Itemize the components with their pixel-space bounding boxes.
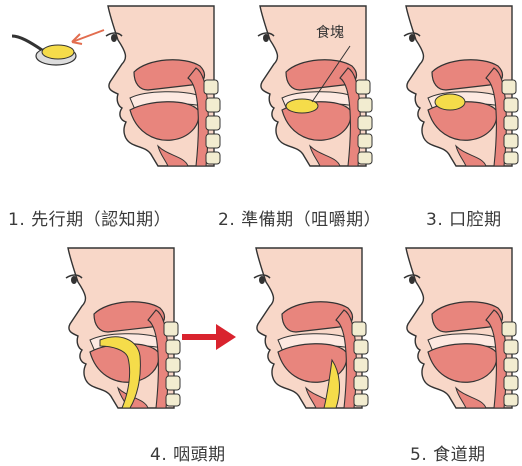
bolus-label: 食塊 [316, 22, 344, 42]
stage1-caption: 1. 先行期（認知期） [8, 205, 171, 230]
bolus [435, 94, 465, 110]
stage5-caption: 5. 食道期 [410, 440, 486, 465]
arrow-right-icon [182, 322, 238, 352]
stage5-illustration [386, 248, 522, 418]
stage3-caption: 3. 口腔期 [426, 205, 502, 230]
stage3-illustration [386, 6, 522, 176]
stage4-caption: 4. 咽頭期 [150, 440, 226, 465]
arrow-right-icon [70, 26, 110, 46]
stage2-caption: 2. 準備期（咀嚼期） [218, 205, 381, 230]
stage4b-illustration [236, 248, 376, 418]
stage2-illustration [240, 6, 380, 176]
stage4-illustration [48, 248, 188, 418]
